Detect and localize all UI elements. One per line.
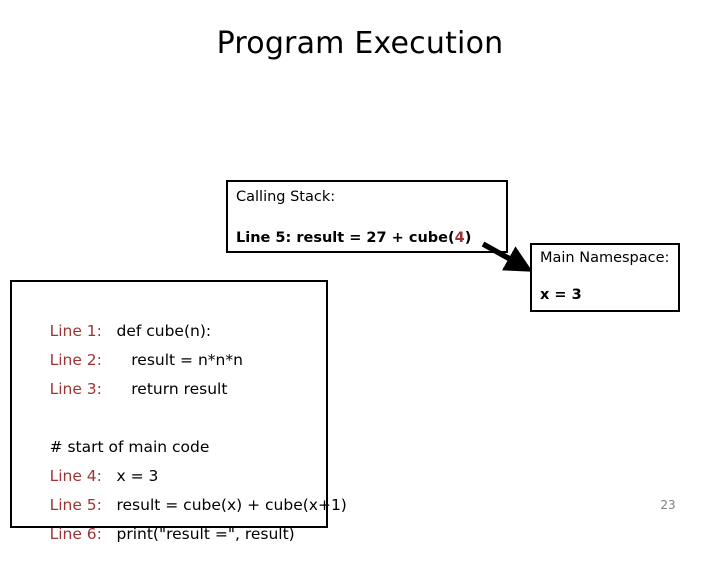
calling-stack-frame: Line 5: result = 27 + cube(4)	[236, 230, 471, 246]
code-line-number: Line 4:	[49, 467, 102, 485]
code-line: Line 2: result = n*n*n	[12, 317, 326, 369]
code-line-text: # start of main code	[49, 438, 210, 456]
code-line-text: return result	[111, 380, 228, 398]
code-comment-line: # start of main code	[12, 404, 326, 456]
code-panel: Line 1: def cube(n): Line 2: result = n*…	[10, 280, 347, 543]
code-line-number: Line 3:	[49, 380, 102, 398]
slide-number: 23	[660, 498, 676, 512]
code-line-number: Line 2:	[49, 351, 102, 369]
code-line-number: Line 5:	[49, 496, 102, 514]
code-line: Line 3: return result	[12, 346, 326, 398]
code-line: Line 5: result = cube(x) + cube(x+1)	[12, 462, 347, 514]
code-line-text: def cube(n):	[111, 322, 212, 340]
code-line-text: x = 3	[111, 467, 159, 485]
code-line-text: result = cube(x) + cube(x+1)	[111, 496, 347, 514]
calling-stack-frame-argument: 4	[454, 230, 465, 246]
code-line: Line 1: def cube(n):	[12, 288, 326, 340]
main-namespace-heading: Main Namespace:	[540, 250, 670, 266]
calling-stack-frame-prefix: Line 5: result = 27 + cube(	[236, 230, 455, 246]
code-line-text: print("result =", result)	[111, 525, 295, 543]
page-title: Program Execution	[216, 26, 504, 61]
calling-stack-frame-suffix: )	[464, 230, 472, 246]
main-namespace-panel: Main Namespace: x = 3	[530, 243, 680, 312]
calling-stack-panel: Calling Stack: Line 5: result = 27 + cub…	[226, 180, 508, 253]
slide-canvas: Program Execution Calling Stack: Line 5:…	[10, 26, 680, 543]
code-line-number: Line 6:	[49, 525, 102, 543]
code-line: Line 4: x = 3	[12, 433, 326, 485]
code-line-number: Line 1:	[49, 322, 102, 340]
calling-stack-heading: Calling Stack:	[236, 189, 336, 205]
code-line: Line 6: print("result =", result)	[12, 491, 326, 543]
code-line-text: result = n*n*n	[111, 351, 243, 369]
main-namespace-variable: x = 3	[540, 287, 582, 303]
